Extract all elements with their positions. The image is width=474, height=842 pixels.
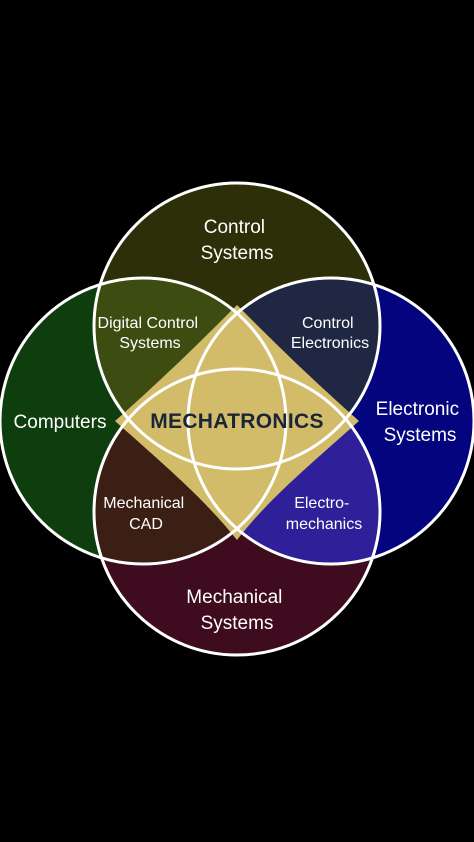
label-computers: Computers bbox=[14, 412, 107, 433]
label-electromechanics: Electro- mechanics bbox=[286, 495, 362, 533]
label-mechanical-cad: Mechanical CAD bbox=[103, 495, 188, 533]
label-control-systems: Control Systems bbox=[201, 217, 274, 264]
center-mechatronics-region bbox=[115, 305, 359, 540]
outline-top bbox=[92, 181, 382, 471]
label-mechanical-systems: Mechanical Systems bbox=[186, 587, 287, 634]
label-control-electronics: Control Electronics bbox=[291, 315, 369, 352]
outline-left bbox=[0, 276, 288, 566]
label-digital-control-systems: Digital Control Systems bbox=[98, 315, 203, 352]
outline-right bbox=[186, 276, 474, 566]
label-electronic-systems: Electronic Systems bbox=[376, 399, 465, 446]
outline-bottom bbox=[92, 367, 382, 657]
label-mechatronics: MECHATRONICS bbox=[150, 410, 324, 433]
